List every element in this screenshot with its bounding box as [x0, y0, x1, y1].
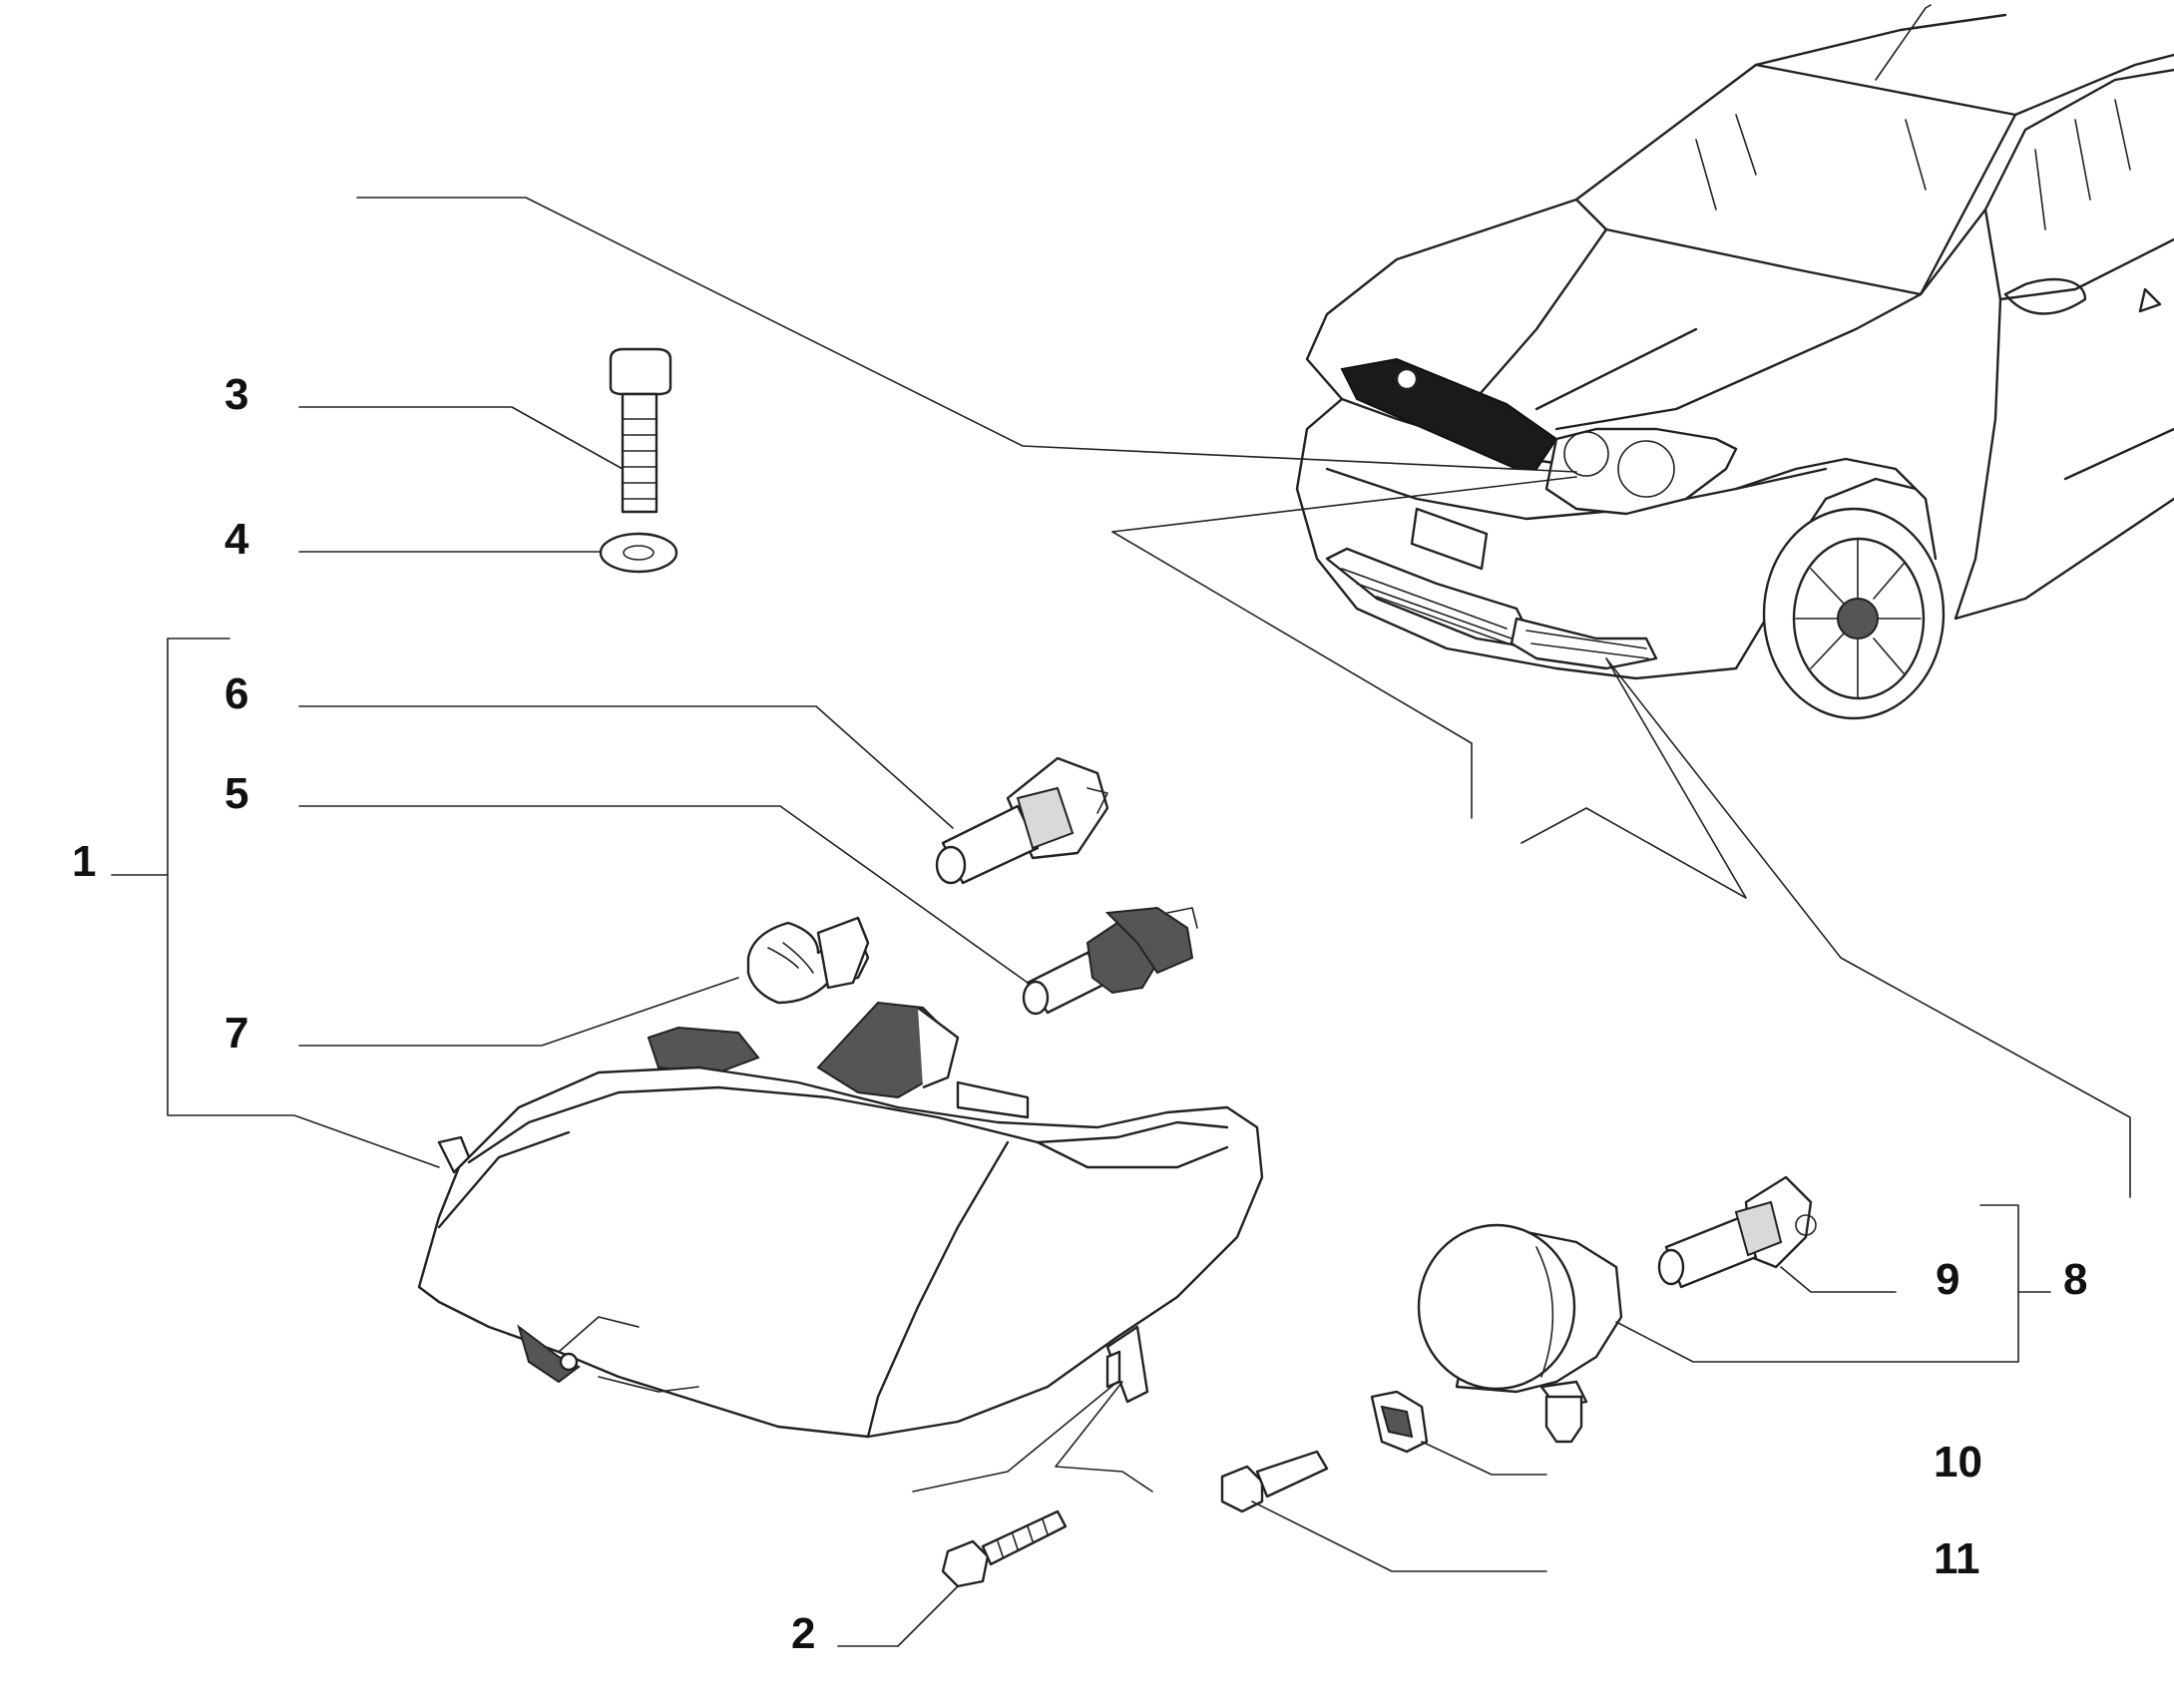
car-illustration — [1295, 4, 2174, 720]
callout-4: 4 — [224, 515, 249, 564]
callout-11: 11 — [1934, 1534, 1980, 1583]
bolt-part-11 — [1220, 1450, 1329, 1513]
callout-9: 9 — [1936, 1255, 1959, 1304]
callout-2: 2 — [791, 1609, 815, 1658]
callout-8: 8 — [2063, 1255, 2087, 1304]
bulb-part-7 — [746, 916, 870, 1005]
callout-labels: 3 4 6 5 1 7 2 9 8 10 11 — [72, 370, 2087, 1658]
bolt-part-3 — [609, 347, 672, 514]
callout-3: 3 — [224, 370, 248, 419]
callout-leaders — [111, 406, 2051, 1647]
callout-7: 7 — [224, 1009, 248, 1058]
washer-part-4 — [599, 532, 678, 574]
bulb-part-5 — [1022, 906, 1198, 1016]
callout-10: 10 — [1934, 1438, 1982, 1487]
callout-1: 1 — [72, 837, 96, 886]
clip-part-10 — [1370, 1390, 1429, 1454]
callout-5: 5 — [224, 769, 248, 818]
fog-lamp-part-8 — [1417, 1223, 1623, 1444]
headlamp-part-1 — [417, 1001, 1264, 1439]
car-leader-lines — [356, 197, 2131, 1198]
bulb-part-9 — [1657, 1175, 1817, 1289]
screw-part-2 — [941, 1509, 1068, 1588]
bulb-part-6 — [935, 756, 1109, 885]
callout-6: 6 — [224, 669, 248, 718]
